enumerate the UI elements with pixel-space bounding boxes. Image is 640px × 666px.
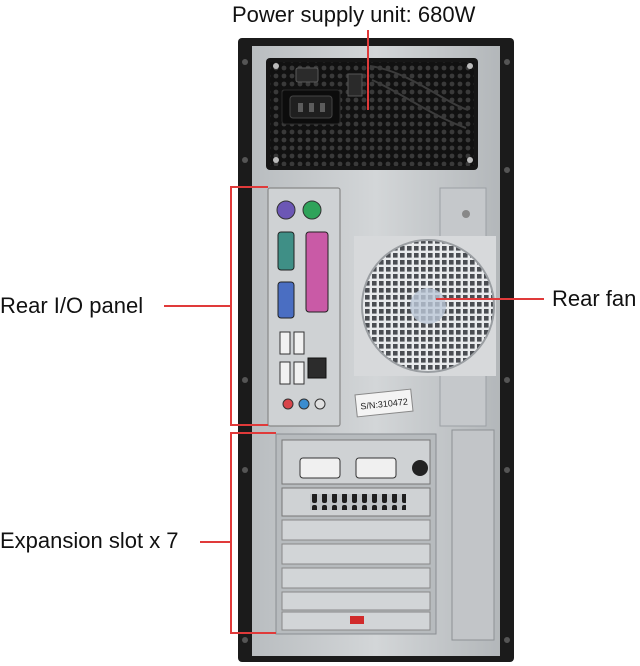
vga-port xyxy=(277,281,295,319)
label-rear-io-panel: Rear I/O panel xyxy=(0,293,144,318)
bracket-expansion xyxy=(230,432,232,634)
label-expansion-slots: Expansion slot x 7 xyxy=(0,528,179,553)
callout-line-psu xyxy=(367,30,369,110)
callout-line-expansion xyxy=(200,541,230,543)
frame-screws xyxy=(242,59,510,643)
audio-jack-icon xyxy=(282,398,326,410)
bracket-expansion-bottom xyxy=(230,632,276,634)
expansion-slots xyxy=(275,433,437,635)
serial-port xyxy=(277,231,295,271)
callout-line-rear-io xyxy=(164,305,230,307)
slot-marker xyxy=(350,616,364,624)
bracket-rear-io-top xyxy=(230,186,268,188)
power-supply-unit xyxy=(266,58,478,170)
parallel-port xyxy=(305,231,329,313)
rear-io-panel xyxy=(267,187,341,427)
bracket-rear-io xyxy=(230,186,232,424)
rear-fan xyxy=(354,236,496,376)
bracket-rear-io-bottom xyxy=(230,424,268,426)
ps2-mouse-port xyxy=(302,200,322,220)
ps2-keyboard-port xyxy=(276,200,296,220)
ethernet-port-icon xyxy=(307,357,327,379)
bracket-expansion-top xyxy=(230,432,276,434)
serial-sticker: S/N:310472 xyxy=(360,397,408,412)
label-rear-fan: Rear fan xyxy=(552,286,637,311)
power-inlet-icon xyxy=(289,95,333,119)
callout-line-rear-fan xyxy=(436,298,544,300)
usb-port-icon xyxy=(279,331,305,385)
label-power-supply-unit: Power supply unit: 680W xyxy=(232,2,476,27)
